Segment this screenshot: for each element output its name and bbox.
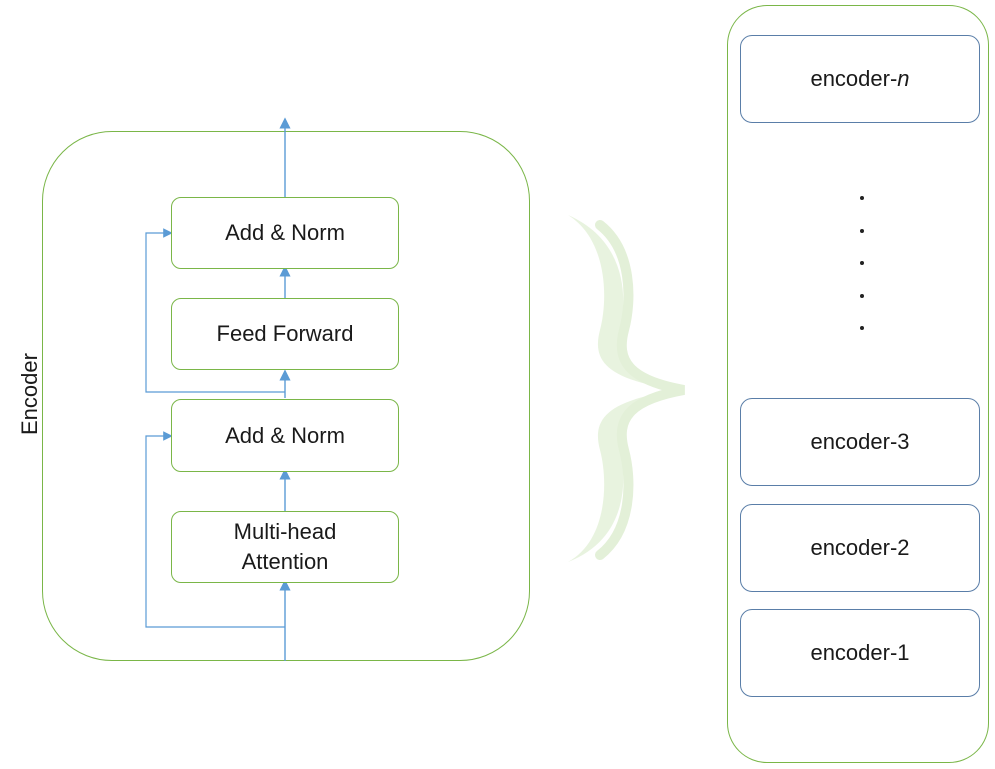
multi-head-label: Multi-head — [233, 519, 337, 545]
encoder-3-box: encoder-3 — [740, 398, 980, 486]
encoder-2-label: encoder-2 — [810, 535, 910, 561]
feed-forward-box: Feed Forward — [171, 298, 399, 370]
ellipsis-dot — [860, 229, 864, 233]
ellipsis-dot — [860, 196, 864, 200]
encoder-stack-frame — [727, 5, 989, 763]
residual-connection-1 — [145, 431, 285, 628]
encoder-n-box: encoder-n — [740, 35, 980, 123]
encoder-block-frame — [42, 131, 530, 661]
encoder-2-box: encoder-2 — [740, 504, 980, 592]
encoder-1-box: encoder-1 — [740, 609, 980, 697]
add-norm-bottom-box: Add & Norm — [171, 399, 399, 472]
ellipsis-dot — [860, 294, 864, 298]
feed-forward-label: Feed Forward — [216, 321, 354, 347]
ellipsis-dot — [860, 326, 864, 330]
attention-label: Attention — [241, 549, 329, 574]
encoder-1-label: encoder-1 — [810, 640, 910, 666]
multi-head-attention-box: Multi-head Attention — [171, 511, 399, 583]
add-norm-top-label: Add & Norm — [225, 220, 345, 246]
add-norm-bottom-label: Add & Norm — [225, 422, 345, 448]
encoder-n-label: encoder-n — [810, 66, 910, 92]
ellipsis-dot — [860, 261, 864, 265]
residual-connection-2 — [145, 228, 285, 393]
encoder-3-label: encoder-3 — [810, 429, 910, 455]
add-norm-top-box: Add & Norm — [171, 197, 399, 269]
